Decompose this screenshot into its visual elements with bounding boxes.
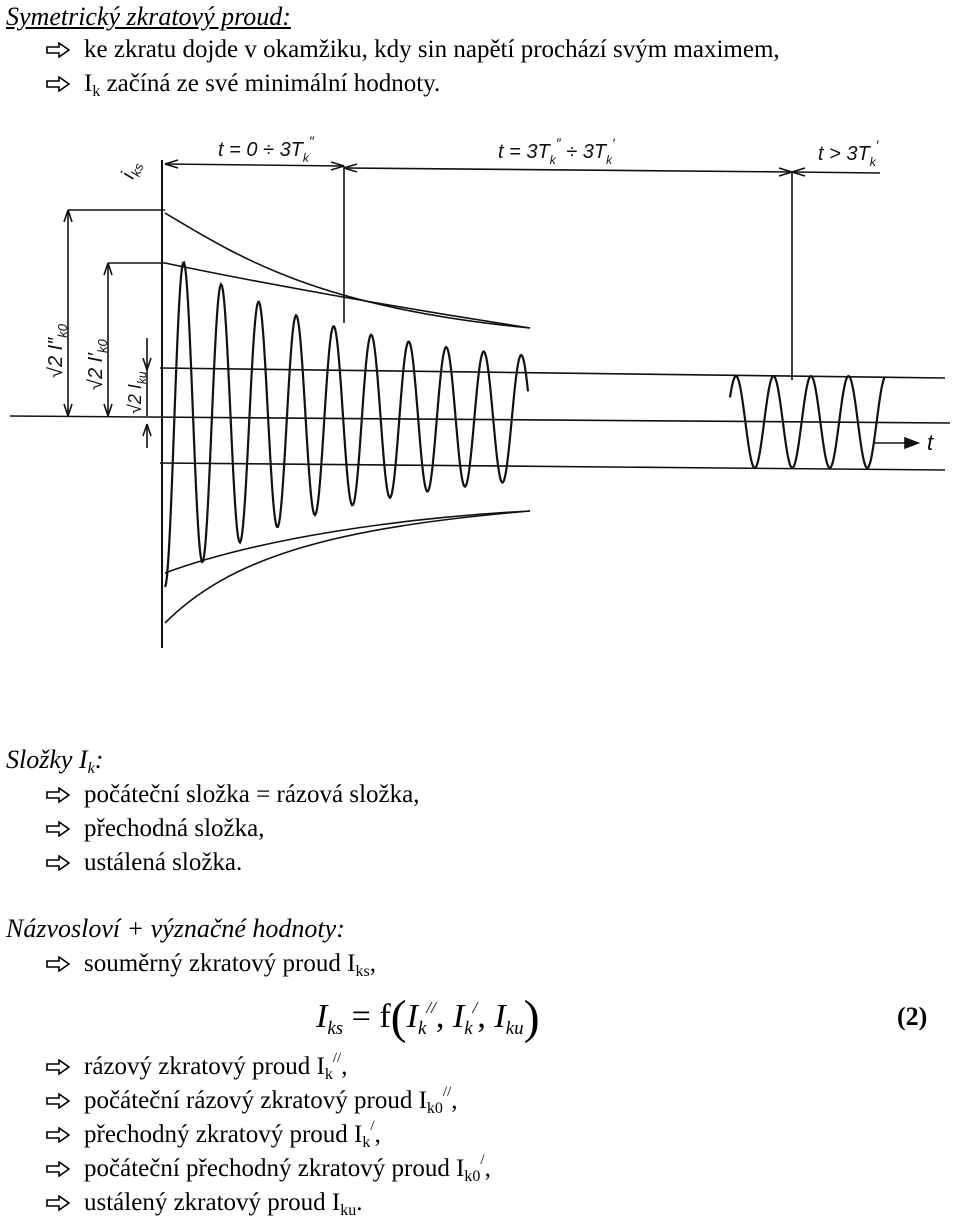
nomenclature-item: souměrný zkratový proud Iks, xyxy=(46,950,376,981)
nomenclature-item: přechodný zkratový proud Ik/, xyxy=(46,1118,381,1152)
steady-state-current-waveform xyxy=(728,374,886,470)
label-t-steady: t > 3Tk′ xyxy=(818,137,880,169)
nomenclature-item: rázový zkratový proud Ik//, xyxy=(46,1050,347,1084)
label-t-transient: t = 3Tk″ ÷ 3Tk′ xyxy=(498,135,616,167)
label-sqrt2-Ik0-subtransient: √2 I″k0 xyxy=(45,323,70,378)
label-sqrt2-Iku: √2 Iku xyxy=(125,371,149,414)
nomenclature-item: počáteční rázový zkratový proud Ik0//, xyxy=(46,1084,458,1118)
upper-steady-envelope xyxy=(159,367,946,379)
hollow-arrow-icon xyxy=(46,787,70,803)
section-title-components: Složky Ik: xyxy=(6,745,104,777)
hollow-arrow-icon xyxy=(46,1059,70,1075)
upper-transient-envelope xyxy=(164,262,531,329)
hollow-arrow-icon xyxy=(46,821,70,837)
nomenclature-item: počáteční přechodný zkratový proud Ik0/, xyxy=(46,1152,491,1186)
component-item: přechodná složka, xyxy=(46,815,264,843)
label-t-subtransient: t = 0 ÷ 3Tk″ xyxy=(218,133,315,165)
lower-subtransient-envelope xyxy=(164,510,531,624)
subscript: k xyxy=(92,83,101,100)
lower-steady-envelope xyxy=(159,462,946,471)
hollow-arrow-icon xyxy=(46,42,70,58)
formula-iks: Iks = f(Ik//, Ik/, Iku) xyxy=(316,991,540,1044)
label-iks: iks xyxy=(117,157,147,182)
section-title-symmetric: Symetrický zkratový proud: xyxy=(6,2,291,31)
hollow-arrow-icon xyxy=(46,1093,70,1109)
bullet-item: ke zkratu dojde v okamžiku, kdy sin napě… xyxy=(46,36,780,64)
hollow-arrow-icon xyxy=(46,1127,70,1143)
zero-axis xyxy=(9,415,951,424)
label-axis-t: t xyxy=(927,430,934,455)
equation-number: (2) xyxy=(897,1002,928,1031)
hollow-arrow-icon xyxy=(46,1195,70,1211)
bullet-text: začíná ze své minimální hodnoty. xyxy=(100,70,441,97)
bullet-item: Ik začíná ze své minimální hodnoty. xyxy=(46,70,440,101)
short-circuit-current-diagram: t = 0 ÷ 3Tk″ t = 3Tk″ ÷ 3Tk′ t > 3Tk′ ik… xyxy=(9,133,951,648)
component-item: ustálená složka. xyxy=(46,849,242,877)
component-item: počáteční složka = rázová složka, xyxy=(46,781,419,809)
bullet-text: I xyxy=(84,70,93,97)
hollow-arrow-icon xyxy=(46,855,70,871)
section-title-nomenclature: Názvosloví + význačné hodnoty: xyxy=(6,914,345,943)
nomenclature-item: ustálený zkratový proud Iku. xyxy=(46,1186,362,1220)
upper-subtransient-envelope xyxy=(164,212,531,329)
hollow-arrow-icon xyxy=(46,956,70,972)
decaying-current-waveform xyxy=(163,260,530,588)
label-sqrt2-Ik0-transient: √2 I′k0 xyxy=(85,339,110,390)
hollow-arrow-icon xyxy=(46,76,70,92)
lower-transient-envelope xyxy=(164,510,531,574)
hollow-arrow-icon xyxy=(46,1161,70,1177)
bullet-text: ke zkratu dojde v okamžiku, kdy sin napě… xyxy=(84,36,780,63)
